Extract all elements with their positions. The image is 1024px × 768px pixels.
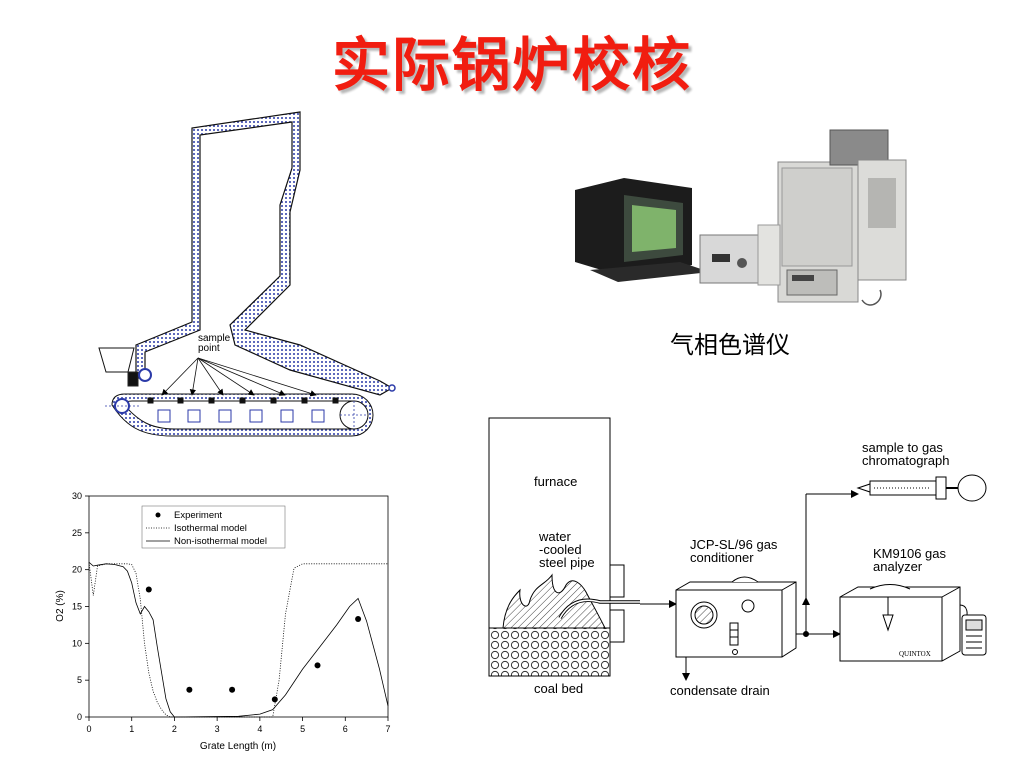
x-tick-label: 6	[343, 724, 348, 734]
legend-label-nonisothermal: Non-isothermal model	[174, 536, 267, 547]
legend-marker-experiment	[155, 512, 161, 518]
experiment-point	[314, 662, 321, 669]
label-quintox-brand: QUINTOX	[899, 650, 931, 658]
experiment-point	[271, 696, 278, 703]
series-layer	[88, 561, 389, 718]
label-sample-gas-2: chromatograph	[862, 453, 949, 468]
label-water-1: water	[538, 529, 571, 544]
gas-analyzer	[839, 584, 987, 662]
sample-point-leaders	[161, 357, 317, 397]
x-axis-label: Grate Length (m)	[200, 741, 276, 752]
traveling-grate	[105, 393, 374, 437]
x-tick-label: 0	[86, 724, 91, 734]
legend-label-isothermal: Isothermal model	[174, 523, 247, 534]
experiment-point	[229, 686, 236, 693]
x-tick-label: 1	[129, 724, 134, 734]
label-analyzer-2: analyzer	[873, 559, 923, 574]
label-coal-bed: coal bed	[534, 681, 583, 696]
coal-bed-area	[488, 627, 611, 677]
y-tick-label: 30	[72, 491, 82, 501]
nonisothermal-model-line	[88, 561, 389, 718]
keyboard	[590, 262, 710, 282]
chart-legend: Experiment Isothermal model Non-isotherm…	[141, 505, 286, 549]
air-boxes	[157, 409, 325, 423]
pipe-flange-bottom	[609, 609, 625, 643]
y-tick-label: 10	[72, 638, 82, 648]
experimental-setup-diagram	[488, 417, 987, 681]
slide-title: 实际锅炉校核	[331, 31, 692, 99]
label-conditioner-1: JCP-SL/96 gas	[690, 537, 778, 552]
y-tick-label: 20	[72, 565, 82, 575]
boiler-walls	[98, 111, 396, 396]
x-tick-label: 7	[385, 724, 390, 734]
flame	[502, 573, 606, 629]
legend-label-experiment: Experiment	[174, 510, 222, 521]
y-axis-ticks: 0 5 10 15 20 25 30	[72, 491, 89, 722]
label-water-2: -cooled	[539, 542, 582, 557]
label-conditioner-2: conditioner	[690, 550, 754, 565]
sample-syringe	[856, 474, 987, 502]
y-tick-label: 0	[77, 712, 82, 722]
x-axis-ticks: 0 1 2 3 4 5 6 7	[86, 717, 391, 734]
gas-chromatograph-photo	[570, 125, 915, 320]
experiment-point	[145, 586, 152, 593]
experiment-point	[186, 686, 193, 693]
y-tick-label: 25	[72, 528, 82, 538]
o2-chart: 0 1 2 3 4 5 6 7 0 5 10 15 20 25 30 Grate Length (m) O…	[55, 491, 391, 752]
experiment-point	[355, 616, 362, 623]
sample-point-label-2: point	[198, 343, 220, 354]
label-furnace: furnace	[534, 474, 577, 489]
y-tick-label: 5	[77, 675, 82, 685]
x-tick-label: 5	[300, 724, 305, 734]
x-tick-label: 2	[172, 724, 177, 734]
y-tick-label: 15	[72, 602, 82, 612]
label-water-3: steel pipe	[539, 555, 595, 570]
gc-caption: 气相色谱仪	[670, 331, 790, 359]
x-tick-label: 4	[257, 724, 262, 734]
valve-block	[829, 129, 889, 166]
sample-point-label-1: sample	[198, 333, 231, 344]
gas-conditioner	[675, 576, 797, 658]
label-condensate-drain: condensate drain	[670, 683, 770, 698]
label-sample-gas-1: sample to gas	[862, 440, 943, 455]
sample-probes	[147, 397, 339, 404]
x-tick-label: 3	[215, 724, 220, 734]
label-analyzer-1: KM9106 gas	[873, 546, 946, 561]
setup-labels: furnace water -cooled steel pipe coal be…	[534, 440, 949, 698]
y-axis-label: O2 (%)	[55, 590, 66, 622]
pipe-flange-top	[609, 564, 625, 598]
